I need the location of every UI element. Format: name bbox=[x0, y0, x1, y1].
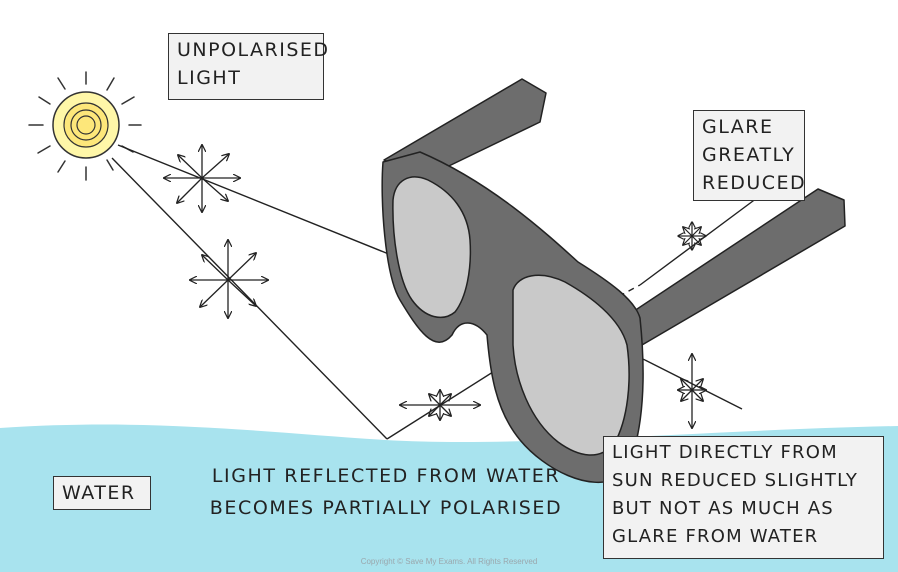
label-glare-reduced: GLARE GREATLY REDUCED bbox=[693, 110, 805, 201]
right-lens bbox=[512, 274, 630, 456]
label-glare-line-3: REDUCED bbox=[702, 172, 807, 194]
label-direct-light: LIGHT DIRECTLY FROM SUN REDUCED SLIGHTLY… bbox=[603, 436, 884, 559]
caption-reflected-line-1: LIGHT REFLECTED FROM WATER bbox=[211, 465, 561, 487]
label-water: WATER bbox=[53, 476, 151, 510]
label-glare-line-1: GLARE bbox=[702, 116, 774, 138]
label-direct-line-2: SUN REDUCED SLIGHTLY bbox=[612, 470, 859, 491]
caption-reflected-line-2: BECOMES PARTIALLY POLARISED bbox=[209, 497, 563, 519]
label-direct-line-3: BUT NOT AS MUCH AS bbox=[612, 498, 834, 519]
polarisation-partial-reflected bbox=[400, 390, 480, 420]
direct-ray-exit bbox=[644, 359, 743, 410]
label-unpolarised-line-2: LIGHT bbox=[177, 67, 242, 89]
near-arm bbox=[615, 188, 846, 346]
left-lens bbox=[392, 176, 472, 319]
label-water-text: WATER bbox=[62, 482, 136, 504]
polarisation-vertical-direct bbox=[678, 354, 706, 428]
label-unpolarised-light: UNPOLARISED LIGHT bbox=[168, 33, 330, 100]
polarisation-glare-small bbox=[678, 222, 706, 250]
sun-icon bbox=[28, 71, 142, 181]
label-glare-line-2: GREATLY bbox=[702, 144, 796, 166]
incident-ray bbox=[111, 157, 388, 440]
caption-reflected-light: LIGHT REFLECTED FROM WATER BECOMES PARTI… bbox=[202, 460, 570, 524]
polarisation-unpolarised-2 bbox=[190, 240, 268, 318]
sunglasses bbox=[381, 78, 846, 483]
label-unpolarised-line-1: UNPOLARISED bbox=[177, 39, 330, 61]
copyright-notice: Copyright © Save My Exams. All Rights Re… bbox=[360, 557, 538, 566]
polarisation-unpolarised-1 bbox=[164, 145, 240, 212]
label-direct-line-4: GLARE FROM WATER bbox=[612, 526, 819, 547]
label-direct-line-1: LIGHT DIRECTLY FROM bbox=[612, 442, 838, 463]
